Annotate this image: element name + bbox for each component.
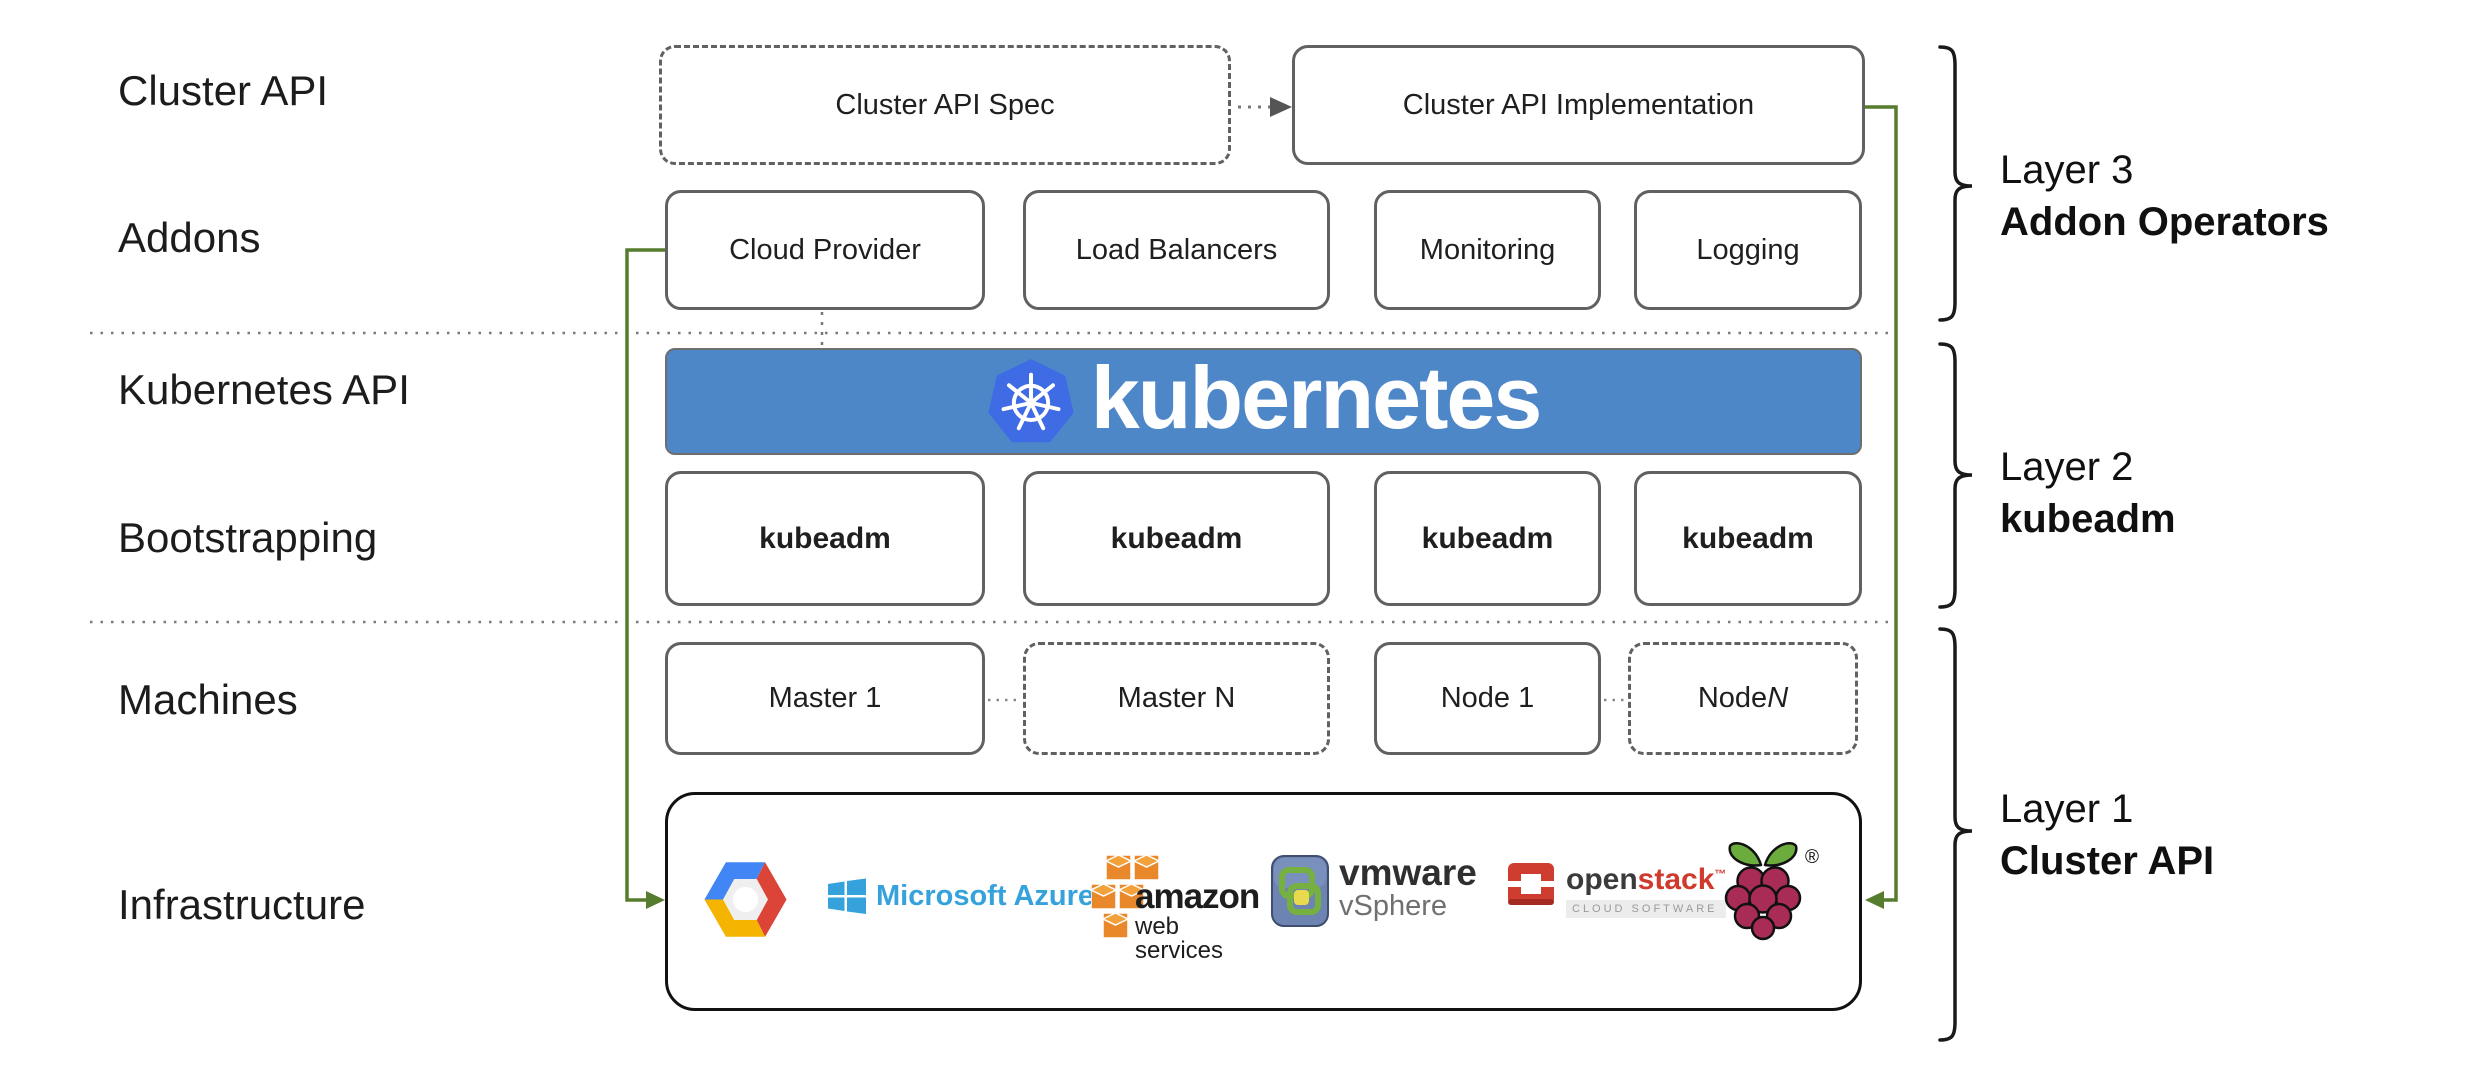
openstack-trademark: ™ [1714,867,1727,881]
cluster-api-implementation-box: Cluster API Implementation [1292,45,1865,165]
kubeadm-box-2: kubeadm [1023,471,1330,606]
layer-2-title: Layer 2 [2000,445,2134,489]
cloud-provider-to-infra-connector [625,248,665,902]
google-cloud-logo-icon [698,851,793,953]
machine-box-master-n: Master N [1023,642,1330,755]
row-label-bootstrapping: Bootstrapping [118,514,378,561]
layer3-brace [1938,45,1973,322]
kubernetes-banner: kubernetes [665,348,1862,455]
row-label-machines: Machines [118,676,298,723]
vmware-wordmark: vmware [1339,852,1477,893]
row-label-kubernetes-api: Kubernetes API [118,366,410,413]
openstack-icon [1506,863,1558,905]
kubernetes-wheel-icon [988,358,1074,442]
machine-box-node-1: Node 1 [1374,642,1601,755]
layer-1-annotation: Layer 1 Cluster API [2000,783,2214,887]
raspberry-pi-logo-icon: ® [1723,835,1823,953]
windows-flag-icon [828,878,866,914]
kubeadm-box-4: kubeadm [1634,471,1862,606]
row-label-cluster-api: Cluster API [118,67,329,114]
azure-wordmark: Microsoft Azure [876,879,1095,912]
layer-1-title: Layer 1 [2000,787,2134,831]
openstack-logo: openstack™ CLOUD SOFTWARE [1506,859,1727,918]
implementation-to-infra-connector [1865,105,1898,902]
raspberry-pi-registered-mark: ® [1805,847,1819,868]
aws-subtitle: web services [1135,913,1224,964]
aws-logo: amazon web services [1089,854,1261,963]
layer-3-name: Addon Operators [2000,200,2329,244]
infra-right-arrowhead-icon [1865,891,1884,909]
openstack-wordmark-open: open [1566,863,1638,896]
microsoft-azure-logo: Microsoft Azure [828,877,1094,915]
row-label-infrastructure: Infrastructure [118,881,366,928]
vsphere-label: vSphere [1339,890,1448,922]
spec-to-impl-arrowhead-icon [1270,97,1292,117]
addon-box-monitoring: Monitoring [1374,190,1601,310]
layer-3-annotation: Layer 3 Addon Operators [2000,144,2329,248]
layer-1-name: Cluster API [2000,839,2215,883]
layer-2-annotation: Layer 2 kubeadm [2000,441,2176,545]
aws-wordmark: amazon [1135,877,1260,916]
addon-box-logging: Logging [1634,190,1862,310]
layer1-brace [1938,627,1973,1042]
layer-3-title: Layer 3 [2000,148,2134,192]
openstack-wordmark-stack: stack [1637,863,1715,896]
kubeadm-box-3: kubeadm [1374,471,1601,606]
vmware-icon [1271,855,1329,927]
addon-box-load-balancers: Load Balancers [1023,190,1330,310]
vmware-vsphere-logo: vmware vSphere [1271,852,1477,927]
row-label-addons: Addons [118,214,261,261]
layer-2-name: kubeadm [2000,497,2176,541]
infrastructure-box: Microsoft Azure amazon web services [665,792,1862,1011]
aws-cubes-icon [1089,854,1161,939]
addon-box-cloud-provider: Cloud Provider [665,190,985,310]
node-n-label-suffix: N [1767,682,1789,714]
kubernetes-wordmark: kubernetes [1090,347,1543,447]
cluster-api-spec-box: Cluster API Spec [659,45,1231,165]
kubeadm-box-1: kubeadm [665,471,985,606]
infra-left-arrowhead-icon [646,891,665,909]
machine-box-node-n: Node N [1628,642,1858,755]
node-n-label-prefix: Node [1697,682,1768,714]
openstack-subtitle: CLOUD SOFTWARE [1566,900,1727,918]
machine-box-master-1: Master 1 [665,642,985,755]
layer2-brace [1938,342,1973,609]
